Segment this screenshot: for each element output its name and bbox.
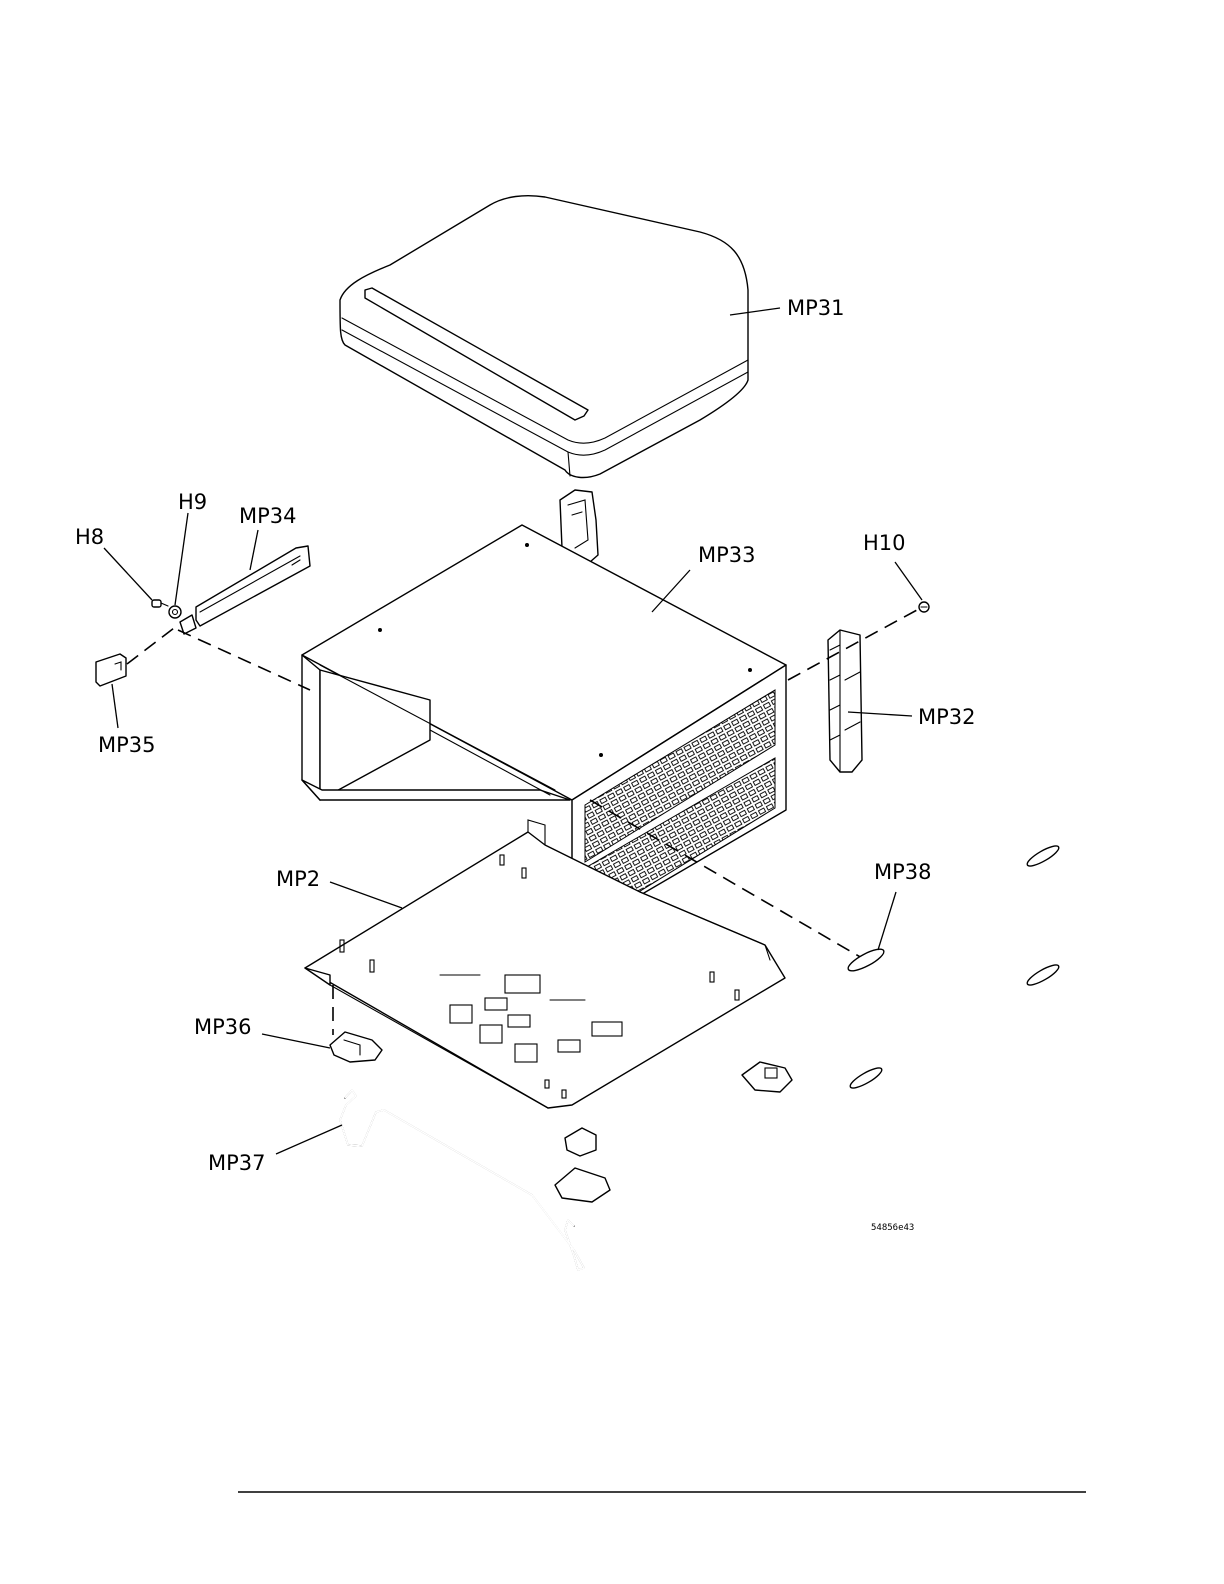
top-cover-mp31 xyxy=(340,196,748,478)
label-h10: H10 xyxy=(863,531,906,555)
screw-h8 xyxy=(152,600,168,607)
foot-pad xyxy=(1025,843,1061,870)
label-h8: H8 xyxy=(75,525,104,549)
alignment-line-left-2 xyxy=(178,630,310,690)
foot-pad xyxy=(1025,962,1061,989)
leader-mp37 xyxy=(276,1125,342,1154)
foot-rear-right xyxy=(742,1062,792,1092)
label-mp2: MP2 xyxy=(276,867,320,891)
leader-h8 xyxy=(104,548,152,600)
foot-pad xyxy=(848,1065,884,1092)
foot-pad-mp38 xyxy=(846,945,887,974)
foot-front-center xyxy=(555,1128,610,1202)
label-mp35: MP35 xyxy=(98,733,156,757)
screw-h10 xyxy=(919,602,929,612)
side-handle-mp32 xyxy=(828,630,862,772)
label-mp38: MP38 xyxy=(874,860,932,884)
label-mp33: MP33 xyxy=(698,543,756,567)
label-mp32: MP32 xyxy=(918,705,976,729)
leader-mp35 xyxy=(112,684,118,728)
leader-mp38 xyxy=(878,892,896,950)
leader-h10 xyxy=(895,562,922,600)
label-mp36: MP36 xyxy=(194,1015,252,1039)
figure-id: 54856e43 xyxy=(871,1223,914,1233)
side-strap-mp34 xyxy=(180,546,310,634)
label-h9: H9 xyxy=(178,490,207,514)
alignment-line-left xyxy=(127,625,178,664)
leader-mp36 xyxy=(262,1034,330,1048)
leader-mp34 xyxy=(250,530,258,570)
leader-h9 xyxy=(175,513,188,605)
label-mp31: MP31 xyxy=(787,296,845,320)
washer-h9 xyxy=(169,606,181,618)
leader-mp2 xyxy=(330,882,402,908)
label-mp37: MP37 xyxy=(208,1151,266,1175)
bottom-chassis-mp2 xyxy=(305,820,785,1108)
tilt-stand-mp37 xyxy=(340,1090,584,1270)
label-mp34: MP34 xyxy=(239,504,297,528)
trim-cap-mp35 xyxy=(96,654,126,686)
